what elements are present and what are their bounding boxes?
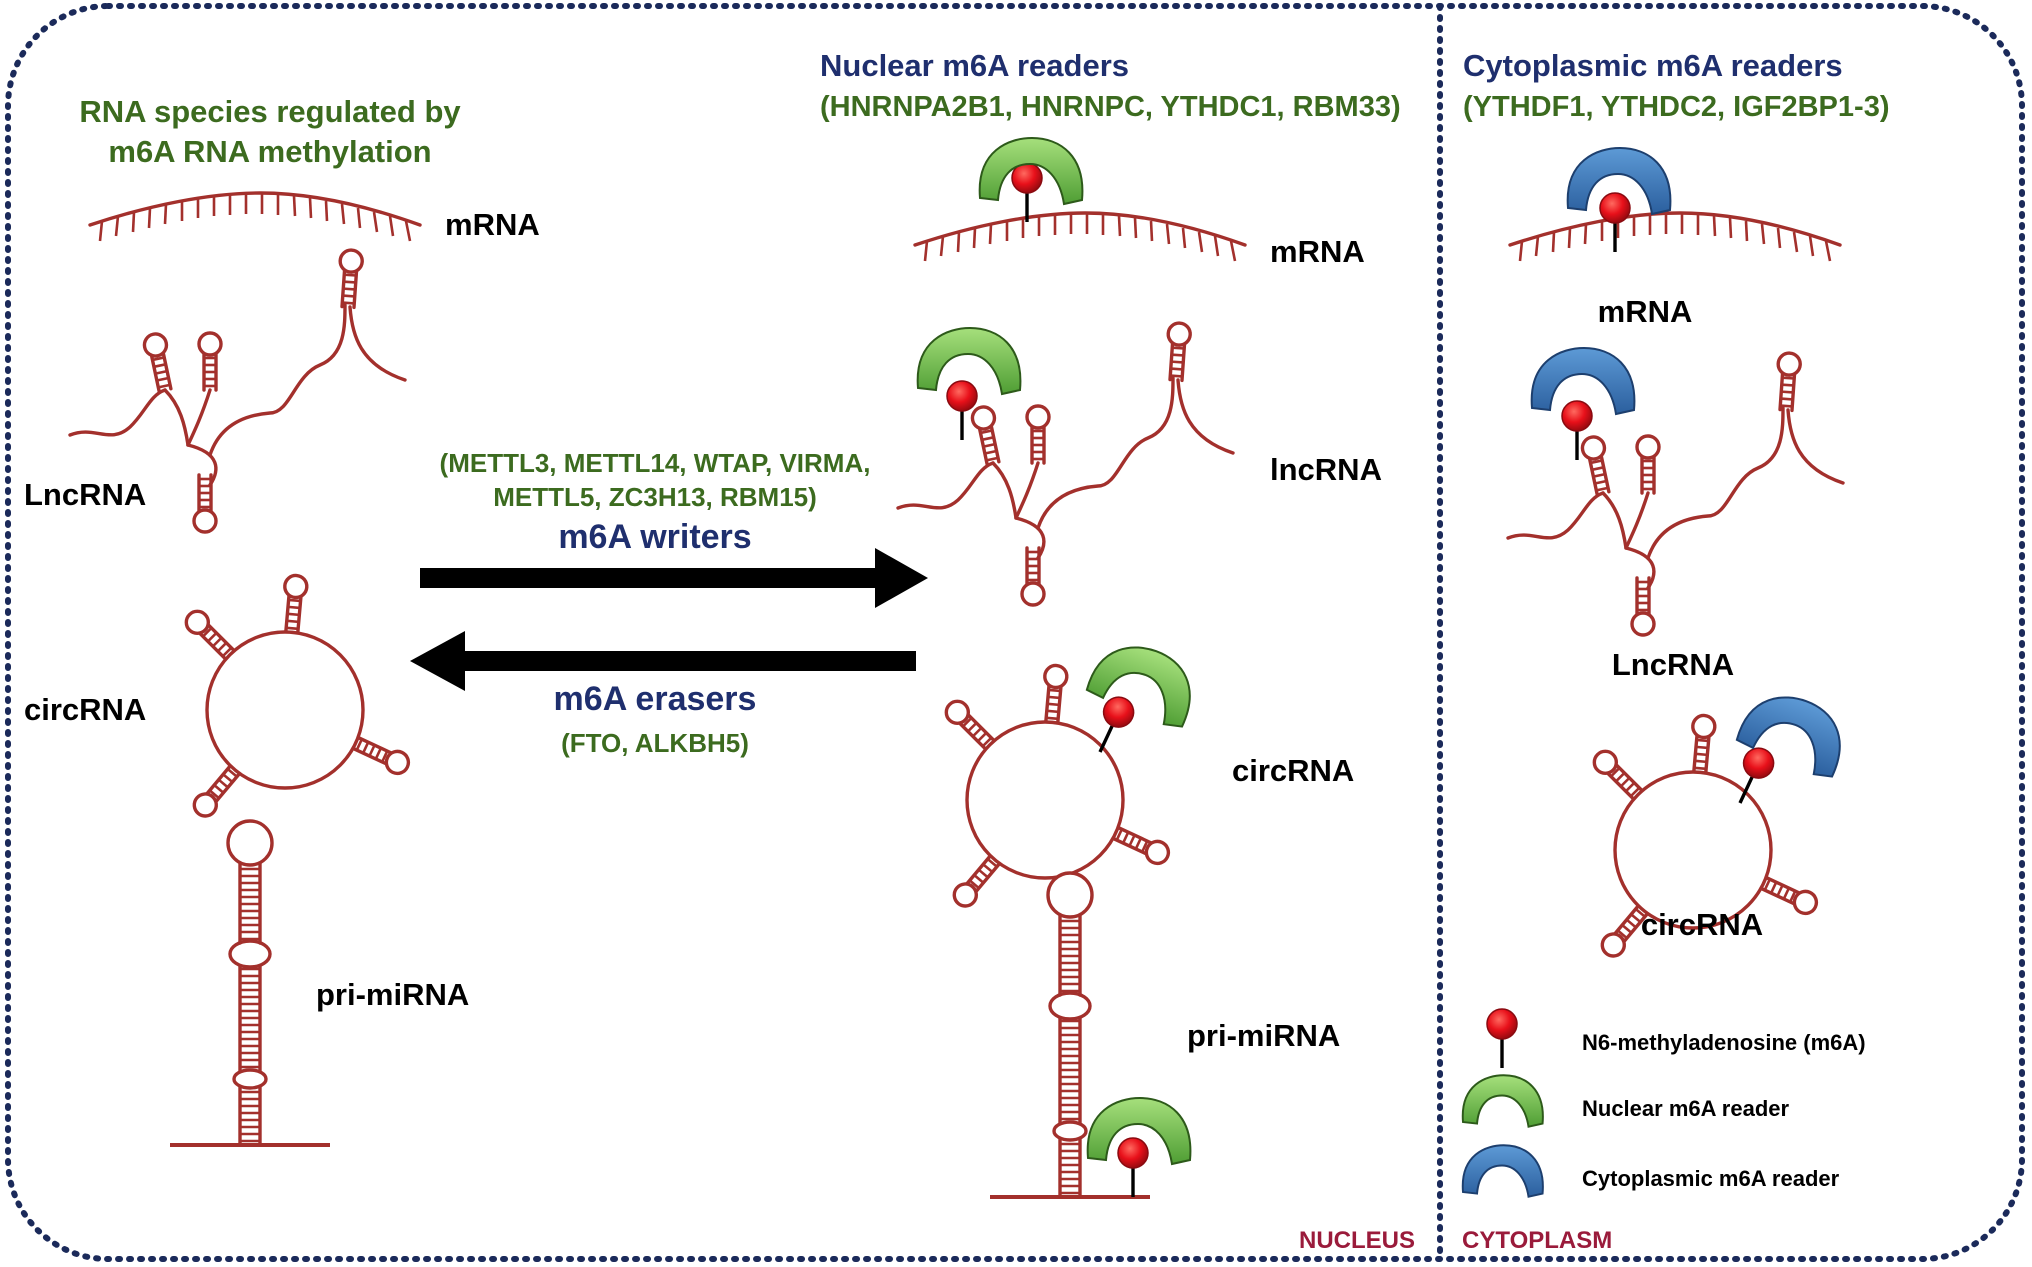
nuclear-mrna-icon — [913, 211, 1247, 263]
nuclear-panel-title: Nuclear m6A readers — [820, 48, 1129, 83]
nuclear-panel-proteins: (HNRNPA2B1, HNRNPC, YTHDC1, RBM33) — [820, 91, 1401, 123]
nuclear-lncrna-label: lncRNA — [1270, 452, 1382, 487]
nucleus-label: NUCLEUS — [1299, 1227, 1415, 1254]
left-mrna-label: mRNA — [445, 207, 540, 242]
nuclear-circrna-label: circRNA — [1232, 753, 1354, 788]
legend-cyto-reader-label: Cytoplasmic m6A reader — [1582, 1166, 1840, 1191]
left-mrna-icon — [88, 191, 422, 243]
m6a-mark-icon — [945, 379, 979, 442]
writers-proteins-line2: METTL5, ZC3H13, RBM15) — [493, 482, 817, 512]
m6a-mark-icon — [1010, 161, 1044, 224]
cyto-lncrna-icon — [1508, 352, 1843, 635]
m6a-mark-icon — [1084, 690, 1141, 761]
nuclear-circrna-icon — [942, 665, 1172, 911]
nuclear-mrna-label: mRNA — [1270, 234, 1365, 269]
cell-boundary — [5, 3, 2025, 1262]
left-primirna-label: pri-miRNA — [316, 977, 469, 1012]
erasers-title: m6A erasers — [554, 680, 757, 718]
writers-title: m6A writers — [558, 518, 751, 556]
left-lncrna-label: LncRNA — [24, 477, 146, 512]
cyto-circrna-label: circRNA — [1641, 907, 1763, 942]
left-circrna-icon — [182, 575, 412, 821]
m6a-mark-icon — [1598, 191, 1632, 254]
writers-proteins-line1: (METTL3, METTL14, WTAP, VIRMA, — [440, 448, 871, 478]
nuclear-primirna-label: pri-miRNA — [1187, 1018, 1340, 1053]
legend-cyto-reader-icon — [1461, 1144, 1544, 1198]
erasers-proteins: (FTO, ALKBH5) — [561, 728, 749, 758]
cyto-panel-proteins: (YTHDF1, YTHDC2, IGF2BP1-3) — [1463, 91, 1889, 123]
cyto-lncrna-label: LncRNA — [1612, 647, 1734, 682]
m6a-mark-icon — [1116, 1136, 1150, 1199]
nuclear-lncrna-icon — [898, 322, 1233, 605]
left-panel-title-line2: m6A RNA methylation — [108, 134, 431, 169]
legend-m6a-label: N6-methyladenosine (m6A) — [1582, 1030, 1866, 1055]
cyto-panel-title: Cytoplasmic m6A readers — [1463, 48, 1843, 83]
left-panel-title-line1: RNA species regulated by — [79, 94, 461, 129]
cyto-mrna-icon — [1508, 211, 1842, 263]
cyto-mrna-label: mRNA — [1598, 294, 1693, 329]
reader-protein-icon — [1083, 632, 1205, 732]
arrow-left-icon — [410, 631, 916, 691]
legend-nuclear-reader-icon — [1461, 1074, 1544, 1128]
legend-m6a-icon — [1485, 1007, 1519, 1070]
arrow-right-icon — [420, 548, 928, 608]
left-circrna-label: circRNA — [24, 692, 146, 727]
cytoplasm-label: CYTOPLASM — [1462, 1227, 1612, 1254]
legend-nuclear-reader-label: Nuclear m6A reader — [1582, 1096, 1790, 1121]
left-primirna-icon — [168, 819, 332, 1147]
